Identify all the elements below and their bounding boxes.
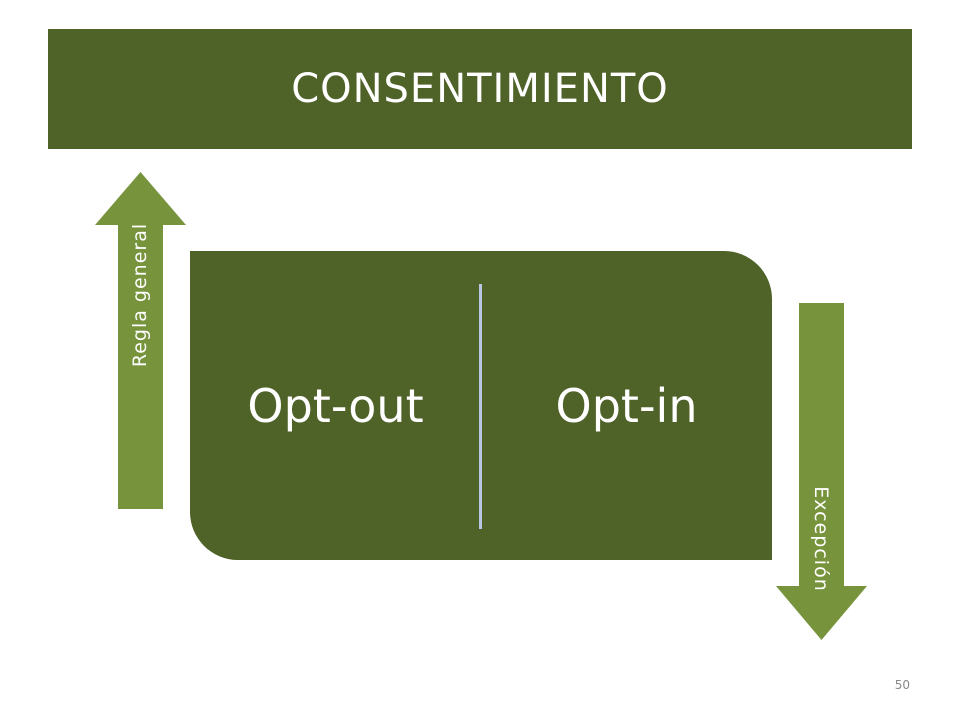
- arrow-up-shape: [95, 172, 186, 509]
- arrow-down-shape: [776, 303, 867, 640]
- arrow-down-label: Excepción: [810, 486, 832, 592]
- main-box: Opt-out Opt-in: [190, 251, 772, 560]
- arrow-up: [95, 172, 186, 509]
- divider-line: [479, 284, 482, 529]
- opt-in-label: Opt-in: [555, 378, 698, 433]
- opt-in-section: Opt-in: [481, 251, 772, 560]
- arrow-down: [776, 303, 867, 640]
- opt-out-label: Opt-out: [247, 378, 424, 433]
- opt-out-section: Opt-out: [190, 251, 481, 560]
- slide-title: CONSENTIMIENTO: [291, 66, 669, 112]
- title-bar: CONSENTIMIENTO: [48, 29, 912, 149]
- arrow-up-label: Regla general: [129, 222, 151, 368]
- page-number: 50: [894, 678, 910, 692]
